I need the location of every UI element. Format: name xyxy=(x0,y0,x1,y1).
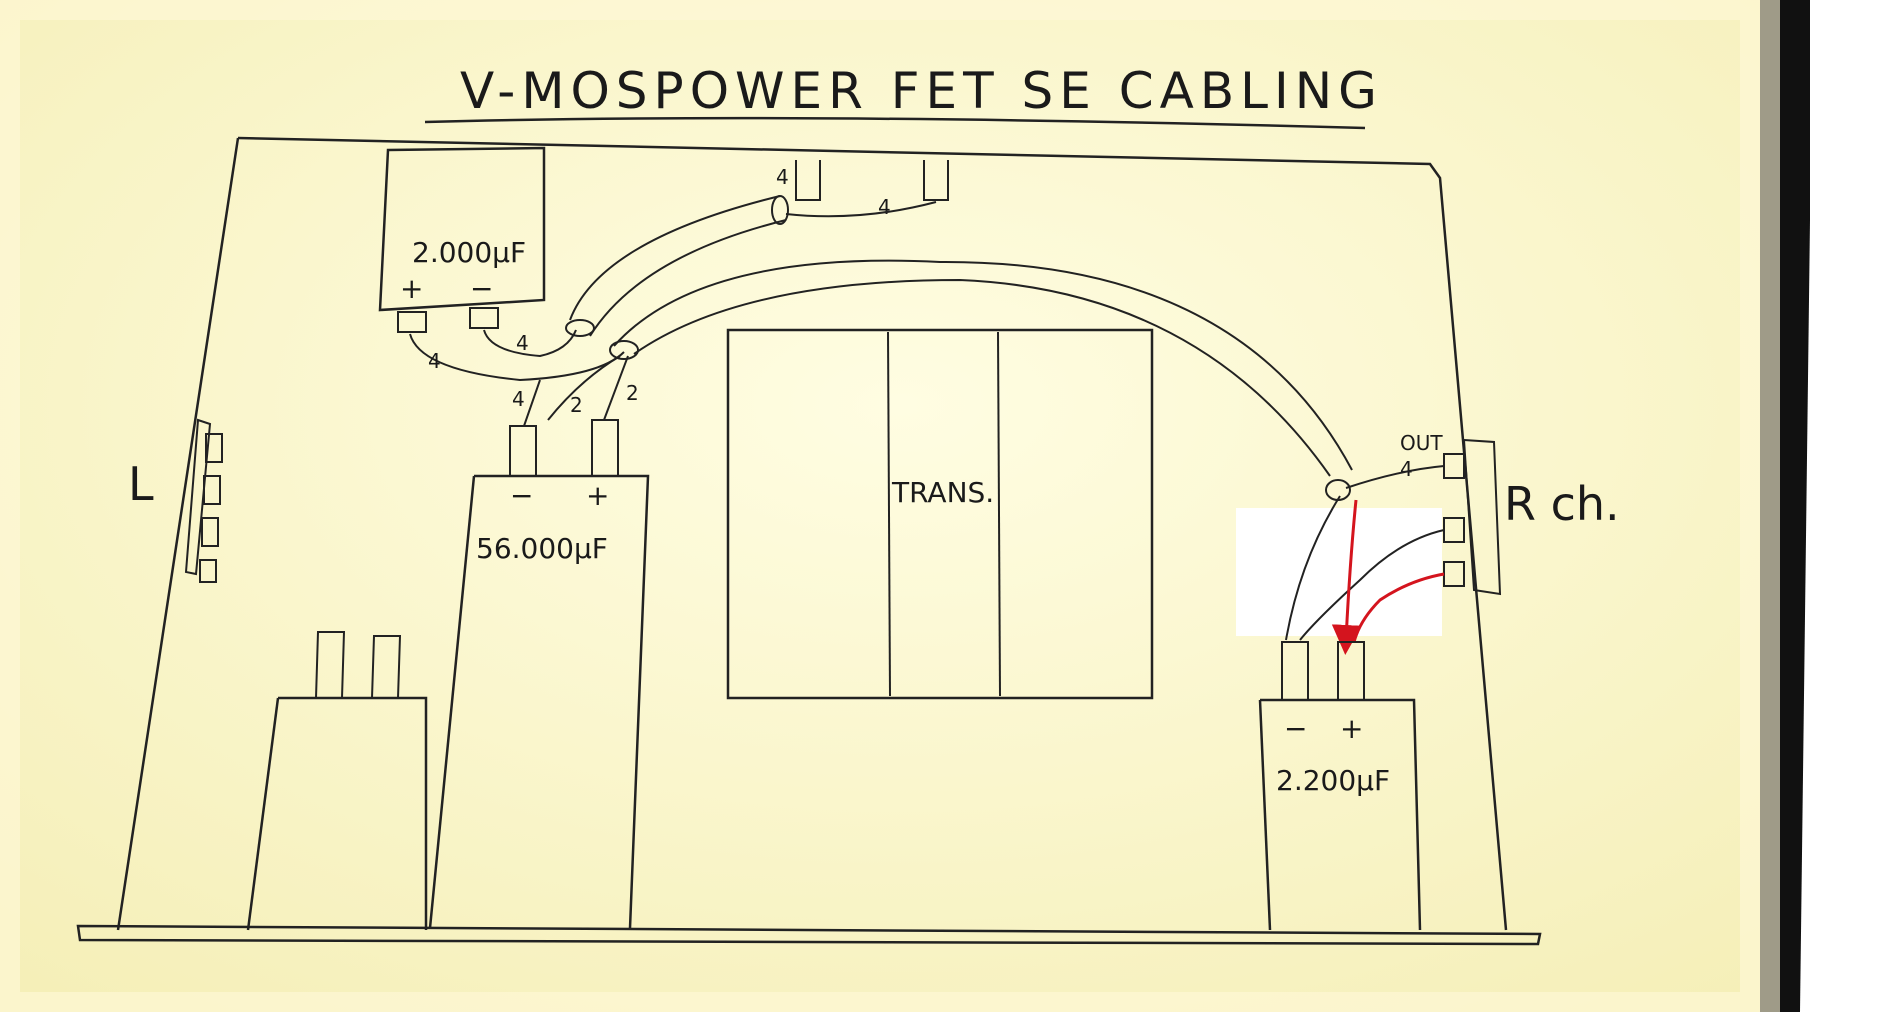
cap-right-minus: − xyxy=(1284,712,1307,745)
wire-cap-small-minus xyxy=(483,329,577,358)
top-left-wire-label: 4 xyxy=(776,165,789,189)
cable-bundle xyxy=(565,195,1353,501)
wire-black-right xyxy=(1299,529,1445,641)
cap-small-value: 2.000μF xyxy=(412,236,526,269)
top-terminals: 4 4 xyxy=(771,160,949,225)
main-plus-wire-label: 2 xyxy=(626,381,639,405)
left-channel-connector: L xyxy=(128,418,223,583)
right-channel-label: R ch. xyxy=(1504,477,1620,531)
wire-red-down xyxy=(1331,499,1362,655)
title-underline xyxy=(424,116,1366,130)
capacitor-2200uf: − + 2.200μF xyxy=(1258,641,1422,931)
transformer-label: TRANS. xyxy=(891,476,994,509)
wire-red-curve xyxy=(1352,572,1445,643)
white-patch xyxy=(1236,508,1442,636)
chassis-base xyxy=(76,924,1542,946)
bottom-left-component xyxy=(246,631,428,931)
out-wire-label: 4 xyxy=(1400,457,1413,481)
cap-small-minus: − xyxy=(470,272,493,305)
chassis-right-edge xyxy=(237,136,1508,931)
out-label: OUT xyxy=(1400,431,1443,455)
cap-main-minus: − xyxy=(510,479,533,512)
capacitor-56000uf: − + 56.000μF 4 2 2 xyxy=(428,355,650,929)
diagram-title: V-MOSPOWER FET SE CABLING xyxy=(460,62,1383,120)
main-mid-wire-label: 2 xyxy=(570,393,583,417)
cap-main-plus: + xyxy=(586,479,609,512)
wire-black-left xyxy=(1285,495,1341,641)
cap-small-minus-wire-label: 4 xyxy=(516,331,529,355)
cap-small-plus: + xyxy=(400,272,423,305)
cap-right-plus: + xyxy=(1340,712,1363,745)
top-right-wire-label: 4 xyxy=(878,195,891,219)
wire-cap-small-plus xyxy=(409,333,625,382)
cap-right-value: 2.200μF xyxy=(1276,764,1390,797)
right-output-connector: OUT 4 R ch. xyxy=(1345,431,1620,596)
chassis-left-edge xyxy=(116,137,240,931)
main-minus-wire-label: 4 xyxy=(512,387,525,411)
capacitor-2000uf: 2.000μF + − xyxy=(378,146,546,333)
left-channel-label: L xyxy=(128,457,154,511)
transformer: TRANS. xyxy=(726,328,1154,700)
cap-main-value: 56.000μF xyxy=(476,532,608,565)
cap-small-plus-wire-label: 4 xyxy=(428,349,441,373)
paper-sheet xyxy=(0,0,1800,1012)
